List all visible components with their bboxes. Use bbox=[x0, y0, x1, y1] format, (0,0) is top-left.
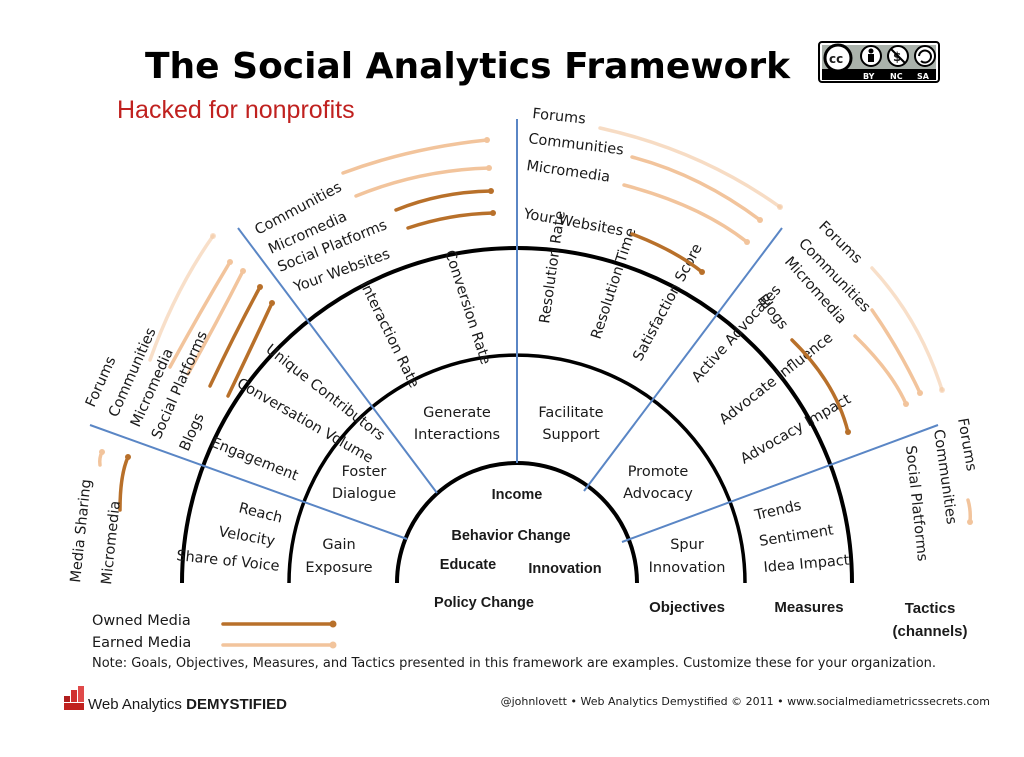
measure-engagement: Engagement bbox=[209, 435, 301, 485]
objective-spur: Spur bbox=[670, 537, 704, 553]
objective-interactions: Interactions bbox=[414, 427, 500, 443]
svg-text:SA: SA bbox=[917, 72, 930, 81]
tactic-forums: Forums bbox=[532, 106, 587, 128]
goal-educate: Educate bbox=[440, 557, 496, 573]
tactic-communities: Communities bbox=[930, 428, 959, 525]
segment-dividers bbox=[89, 119, 939, 543]
measure-conversion-rate: Conversion Rate bbox=[441, 248, 493, 366]
measure-resolution-time: Resolution Time bbox=[589, 226, 640, 341]
objective-innovation: Innovation bbox=[649, 560, 726, 576]
divider-5 bbox=[621, 424, 939, 543]
divider-1 bbox=[89, 424, 408, 540]
tactic-curves bbox=[98, 126, 973, 525]
objective-support: Support bbox=[542, 427, 600, 443]
svg-text:BY: BY bbox=[863, 72, 875, 81]
tactic-forums: Forums bbox=[954, 417, 979, 472]
goal-behavior-change: Behavior Change bbox=[451, 528, 570, 544]
objective-promote: Promote bbox=[628, 464, 689, 480]
svg-text:cc: cc bbox=[829, 52, 843, 66]
measure-interaction-rate: Interaction Rate bbox=[356, 279, 421, 391]
divider-2 bbox=[237, 227, 438, 494]
legend-earned-label: Earned Media bbox=[92, 635, 191, 651]
goal-policy-change: Policy Change bbox=[434, 595, 534, 611]
page-subtitle: Hacked for nonprofits bbox=[117, 96, 355, 124]
footer: Web Analytics DEMYSTIFIED @johnlovett • … bbox=[64, 686, 990, 713]
divider-4 bbox=[583, 227, 783, 492]
objective-facilitate: Facilitate bbox=[538, 405, 603, 421]
column-headers: Objectives Measures Tactics (channels) bbox=[649, 599, 967, 640]
measure-trends: Trends bbox=[752, 498, 803, 524]
objective-generate: Generate bbox=[423, 405, 491, 421]
tactic-media-sharing: Media Sharing bbox=[68, 478, 95, 583]
tactic-your-websites: Your Websites bbox=[521, 206, 624, 239]
measure-idea-impact: Idea Impact bbox=[763, 553, 850, 576]
objective-advocacy: Advocacy bbox=[623, 486, 693, 502]
goal-innovation: Innovation bbox=[528, 561, 601, 577]
svg-text:NC: NC bbox=[890, 72, 903, 81]
goals: Income Behavior Change Educate Innovatio… bbox=[434, 487, 602, 611]
measure-velocity: Velocity bbox=[217, 524, 276, 550]
objective-gain: Gain bbox=[322, 537, 355, 553]
measure-sentiment: Sentiment bbox=[758, 522, 835, 550]
objectives: Gain Exposure Foster Dialogue Generate I… bbox=[305, 405, 725, 576]
header-channels: (channels) bbox=[892, 623, 967, 640]
tactic-micromedia: Micromedia bbox=[525, 158, 611, 186]
header-measures: Measures bbox=[774, 599, 843, 616]
objective-exposure: Exposure bbox=[305, 560, 372, 576]
legend: Owned Media Earned Media bbox=[92, 613, 337, 651]
header-objectives: Objectives bbox=[649, 599, 725, 616]
tactic-social-platforms: Social Platforms bbox=[902, 445, 930, 562]
page-title: The Social Analytics Framework bbox=[145, 46, 791, 87]
tactic-micromedia: Micromedia bbox=[99, 500, 124, 585]
cc-license-badge: cc $ BY NC SA bbox=[818, 41, 940, 83]
footer-credit: @johnlovett • Web Analytics Demystified … bbox=[501, 695, 990, 708]
objective-foster: Foster bbox=[342, 464, 387, 480]
brand-name: Web Analytics DEMYSTIFIED bbox=[88, 696, 287, 713]
goal-income: Income bbox=[492, 487, 543, 503]
measure-share-of-voice: Share of Voice bbox=[176, 548, 281, 575]
cc-icon bbox=[823, 43, 853, 73]
objective-dialogue: Dialogue bbox=[332, 486, 396, 502]
framework-note: Note: Goals, Objectives, Measures, and T… bbox=[92, 656, 936, 671]
header-tactics: Tactics bbox=[905, 600, 956, 617]
tactic-blogs: Blogs bbox=[177, 411, 208, 454]
brand-logo-icon bbox=[64, 686, 84, 710]
tactics: Media Sharing Micromedia Forums Communit… bbox=[68, 106, 979, 585]
svg-text:$: $ bbox=[893, 50, 901, 64]
tactic-communities: Communities bbox=[528, 131, 625, 159]
measure-reach: Reach bbox=[237, 500, 284, 526]
legend-owned-label: Owned Media bbox=[92, 613, 191, 629]
